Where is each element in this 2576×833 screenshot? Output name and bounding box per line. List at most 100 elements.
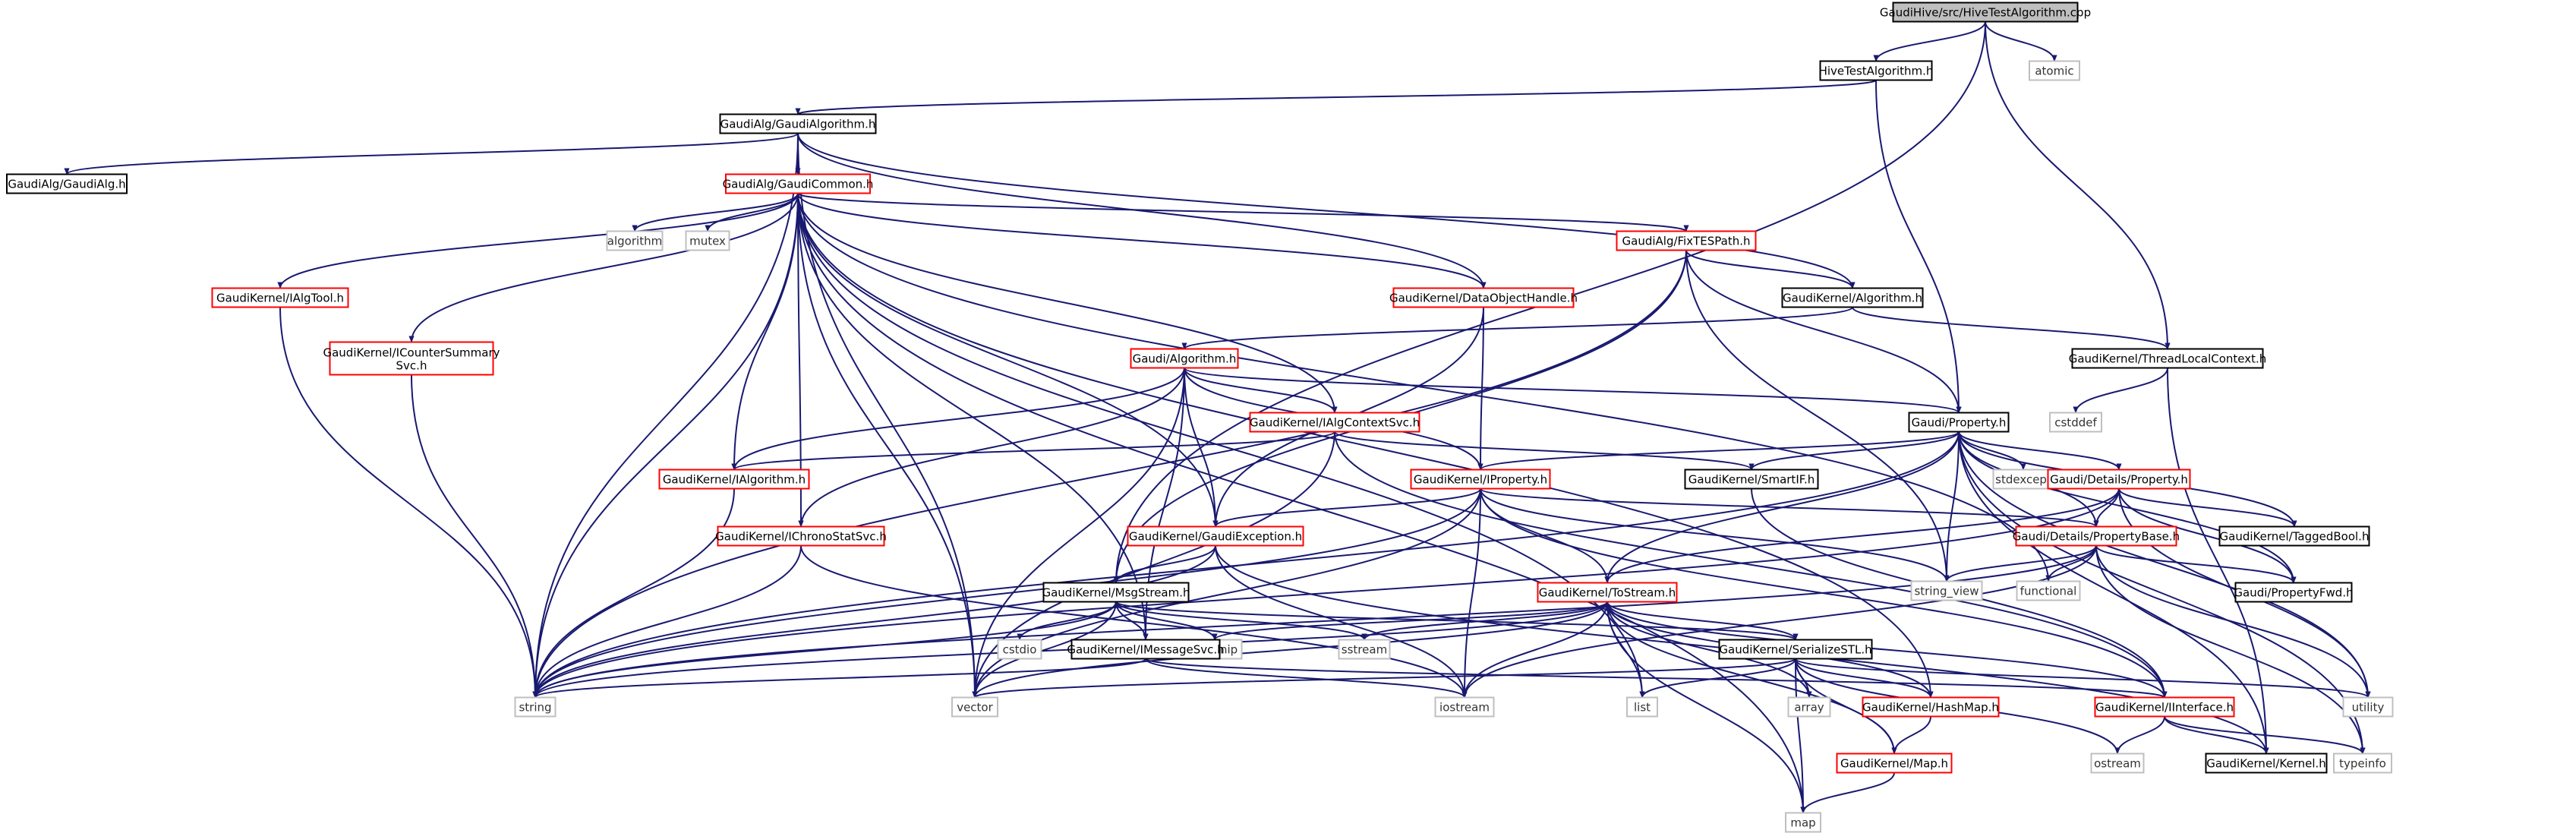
- edge-gaudicommon-to-dataobjecthandle: [797, 193, 1487, 289]
- node-tostream[interactable]: GaudiKernel/ToStream.h: [1537, 582, 1678, 603]
- node-smartif[interactable]: GaudiKernel/SmartIF.h: [1684, 469, 1819, 490]
- node-iproperty[interactable]: GaudiKernel/IProperty.h: [1410, 469, 1551, 490]
- edge-tostream-to-iomanip: [1212, 601, 1608, 641]
- node-root[interactable]: GaudiHive/src/HiveTestAlgorithm.cpp: [1880, 2, 2091, 23]
- node-box: [2029, 60, 2080, 81]
- node-box: [2094, 696, 2235, 718]
- node-box: [2047, 469, 2191, 490]
- node-functional: functional: [2016, 580, 2081, 601]
- node-iostream: iostream: [1434, 696, 1495, 718]
- edge-tostream-to-sstream: [1361, 601, 1608, 641]
- node-label: ostream: [2094, 757, 2141, 771]
- edge-gaudicommon-to-gaudiexception: [797, 193, 1219, 528]
- node-label: GaudiKernel/IAlgTool.h: [216, 292, 344, 305]
- node-kalgorithm[interactable]: GaudiKernel/Algorithm.h: [1781, 287, 1924, 308]
- node-box: [1249, 412, 1420, 433]
- node-gaudialg[interactable]: GaudiAlg/GaudiAlg.h: [6, 173, 128, 194]
- node-map-h[interactable]: GaudiKernel/Map.h: [1836, 753, 1953, 774]
- edge-gaudialgorithm-to-gaudialg: [64, 132, 799, 175]
- node-box: [1819, 60, 1933, 81]
- node-gaudialgorithm[interactable]: GaudiAlg/GaudiAlgorithm.h: [719, 113, 877, 134]
- edge-serializestl-to-map-h: [1795, 658, 1897, 755]
- edge-tostream-to-iostream: [1461, 601, 1608, 699]
- node-gaudiexception[interactable]: GaudiKernel/GaudiException.h: [1127, 525, 1304, 547]
- node-taggedbool[interactable]: GaudiKernel/TaggedBool.h: [2218, 525, 2370, 547]
- node-ialgorithm[interactable]: GaudiKernel/IAlgorithm.h: [658, 469, 810, 490]
- edge-gaudialgoh-to-ichronostat: [798, 368, 1185, 528]
- node-utility: utility: [2342, 696, 2394, 718]
- edge-iproperty-to-iostream: [1461, 488, 1481, 699]
- edge-gaudicommon-to-algorithm: [632, 193, 799, 232]
- node-threadlocal[interactable]: GaudiKernel/ThreadLocalContext.h: [2069, 348, 2267, 369]
- node-propertyfwd[interactable]: Gaudi/PropertyFwd.h: [2234, 582, 2354, 603]
- node-label: Gaudi/Details/PropertyBase.h: [2013, 530, 2180, 544]
- node-kernel[interactable]: GaudiKernel/Kernel.h: [2205, 753, 2328, 774]
- node-box: [1626, 696, 1658, 718]
- node-box: [658, 469, 810, 490]
- edge-serializestl-to-utility: [1795, 658, 2371, 699]
- node-ialgcontextsvc[interactable]: GaudiKernel/IAlgContextSvc.h: [1249, 412, 1420, 433]
- node-detailsproperty[interactable]: Gaudi/Details/Property.h: [2047, 469, 2191, 490]
- edge-root-to-hivetest: [1873, 21, 1986, 62]
- node-hashmap[interactable]: GaudiKernel/HashMap.h: [1862, 696, 2000, 718]
- node-imessagesvc[interactable]: GaudiKernel/IMessageSvc.h: [1067, 639, 1225, 660]
- edge-propertybase-to-utility: [2095, 545, 2371, 699]
- edges-layer: [64, 21, 2371, 814]
- edge-serializestl-to-hashmap: [1795, 658, 1934, 699]
- node-fixtespath[interactable]: GaudiAlg/FixTESPath.h: [1616, 230, 1757, 251]
- node-typeinfo: typeinfo: [2333, 753, 2392, 774]
- edge-root-to-atomic: [1985, 21, 2057, 62]
- node-propertybase[interactable]: Gaudi/Details/PropertyBase.h: [2013, 525, 2180, 547]
- edge-gaudicommon-to-ichronostat: [797, 193, 804, 528]
- node-label: mutex: [689, 235, 726, 248]
- edge-hivetest-to-gaudialgorithm: [795, 79, 1877, 115]
- node-box: [2218, 525, 2370, 547]
- node-label: stdexcept: [1995, 473, 2051, 487]
- node-vector: vector: [951, 696, 998, 718]
- node-label: vector: [957, 701, 993, 715]
- node-box: [1042, 582, 1190, 603]
- edge-gaudicommon-to-ialgcontextsvc: [797, 193, 1338, 414]
- node-label: GaudiKernel/IMessageSvc.h: [1067, 643, 1224, 657]
- edge-fixtespath-to-gaudiproperty: [1685, 250, 1962, 414]
- node-iinterface[interactable]: GaudiKernel/IInterface.h: [2094, 696, 2235, 718]
- node-gaudicommon[interactable]: GaudiAlg/GaudiCommon.h: [723, 173, 874, 194]
- node-box: [1684, 469, 1819, 490]
- node-ialgtool[interactable]: GaudiKernel/IAlgTool.h: [211, 287, 349, 308]
- node-label: GaudiAlg/GaudiCommon.h: [723, 178, 874, 191]
- node-msgstream[interactable]: GaudiKernel/MsgStream.h: [1042, 582, 1190, 603]
- edge-propertybase-to-iostream: [1461, 545, 2097, 699]
- node-label: GaudiKernel/IChronoStatSvc.h: [715, 530, 887, 544]
- node-label: Gaudi/Algorithm.h: [1133, 352, 1237, 366]
- edge-gaudicommon-to-fixtespath: [797, 192, 1689, 232]
- node-label: array: [1794, 701, 1824, 715]
- node-ichronostat[interactable]: GaudiKernel/IChronoStatSvc.h: [715, 525, 887, 547]
- edge-gaudiproperty-to-smartif: [1748, 431, 1960, 471]
- node-label: GaudiKernel/Map.h: [1840, 757, 1948, 771]
- node-box: [719, 113, 877, 134]
- node-label: functional: [2020, 585, 2077, 598]
- edge-hivetest-to-gaudiproperty: [1875, 80, 1962, 414]
- node-label: GaudiKernel/IInterface.h: [2095, 701, 2234, 715]
- edge-imessagesvc-to-iinterface: [1145, 658, 2168, 699]
- node-label: list: [1634, 701, 1651, 715]
- node-stdexcept: stdexcept: [1992, 469, 2054, 490]
- node-label: algorithm: [607, 235, 662, 248]
- node-gaudialgoh[interactable]: Gaudi/Algorithm.h: [1130, 348, 1239, 369]
- node-gaudiproperty[interactable]: Gaudi/Property.h: [1908, 412, 2010, 433]
- edge-gaudiproperty-to-typeinfo: [1958, 431, 2366, 755]
- node-label: GaudiKernel/IProperty.h: [1414, 473, 1547, 487]
- node-label: sstream: [1342, 643, 1387, 657]
- edge-gaudiproperty-to-string-view: [1944, 431, 1960, 582]
- node-box: [2049, 412, 2102, 433]
- edge-iinterface-to-typeinfo: [2164, 716, 2366, 755]
- node-serializestl[interactable]: GaudiKernel/SerializeSTL.h: [1718, 639, 1873, 660]
- node-dataobjecthandle[interactable]: GaudiKernel/DataObjectHandle.h: [1389, 287, 1578, 308]
- node-label: utility: [2352, 701, 2385, 715]
- node-label: GaudiKernel/HashMap.h: [1862, 701, 1999, 715]
- node-label: GaudiKernel/IAlgContextSvc.h: [1250, 416, 1420, 430]
- edge-kalgorithm-to-threadlocal: [1852, 307, 2171, 350]
- edge-root-to-threadlocal: [1985, 21, 2171, 350]
- node-hivetest[interactable]: HiveTestAlgorithm.h: [1819, 60, 1934, 81]
